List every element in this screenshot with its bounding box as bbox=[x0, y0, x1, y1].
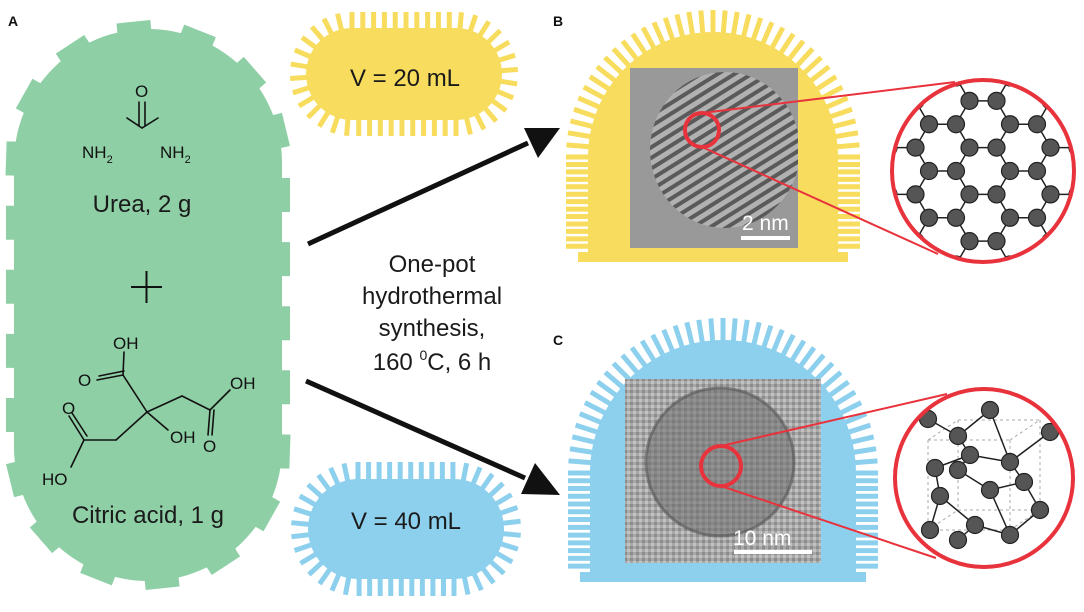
citric-oh-center: OH bbox=[170, 428, 196, 447]
condition-line-1: One-pot bbox=[389, 251, 476, 278]
urea-label: Urea, 2 g bbox=[93, 191, 192, 218]
condition-line-2: hydrothermal bbox=[362, 283, 502, 310]
panel-letter-b: B bbox=[553, 13, 563, 29]
zoom-lines-b bbox=[701, 81, 956, 255]
urea-nh2-left: NH2 bbox=[82, 143, 113, 166]
scale-label-c: 10 nm bbox=[733, 527, 791, 550]
urea-nh2-right: NH2 bbox=[160, 143, 191, 166]
citric-ho-bottom: HO bbox=[42, 470, 68, 489]
condition-line-4: 160 0C, 6 h bbox=[373, 347, 492, 376]
citric-oh-right: OH bbox=[230, 374, 256, 393]
urea-structure: O NH2 NH2 bbox=[82, 82, 191, 166]
urea-oxygen: O bbox=[135, 82, 148, 101]
citric-o-left: O bbox=[78, 371, 91, 390]
zoom-lines-c bbox=[720, 393, 948, 559]
tem-image-c: 10 nm bbox=[625, 379, 821, 563]
arrow-to-b bbox=[306, 128, 560, 247]
reagent-capsule bbox=[5, 20, 291, 590]
volume-label-40ml: V = 40 mL bbox=[351, 508, 461, 535]
reaction-conditions: One-pot hydrothermal synthesis, 160 0C, … bbox=[362, 251, 502, 376]
arrow-to-c bbox=[304, 378, 560, 495]
condition-line-3: synthesis, bbox=[379, 315, 486, 342]
diamond-lattice-zoom bbox=[893, 387, 1075, 569]
scale-label-b: 2 nm bbox=[742, 212, 789, 235]
panel-letter-c: C bbox=[553, 332, 563, 348]
volume-label-20ml: V = 20 mL bbox=[350, 65, 460, 92]
panel-letter-a: A bbox=[8, 13, 18, 29]
citric-acid-structure: OH O OH O OH O HO bbox=[42, 334, 256, 489]
plus-sign bbox=[131, 271, 162, 303]
citric-oh-top: OH bbox=[113, 334, 139, 353]
citric-o-right: O bbox=[203, 437, 216, 456]
tem-image-b: 2 nm bbox=[630, 68, 798, 248]
citric-o-bottom: O bbox=[62, 399, 75, 418]
volume-capsule-40ml bbox=[291, 462, 521, 596]
volume-capsule-20ml bbox=[289, 12, 519, 136]
citric-acid-label: Citric acid, 1 g bbox=[72, 502, 224, 529]
